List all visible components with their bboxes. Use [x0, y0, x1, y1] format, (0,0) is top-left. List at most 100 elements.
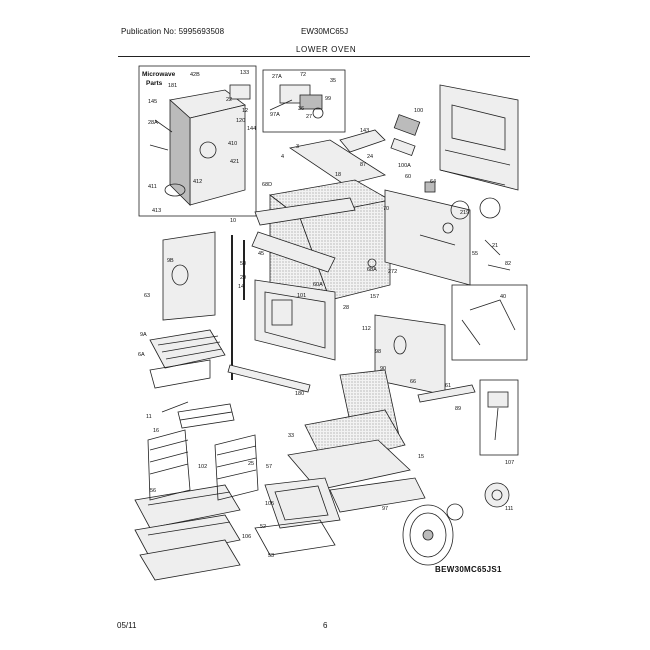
rack-supports [147, 429, 259, 501]
part-number-label: 70 [383, 206, 389, 212]
part-number-label: 16 [153, 428, 159, 434]
inset-title-line1: Microwave [142, 71, 176, 78]
part-callouts: 42B18113314528A1212041042141141241314422… [138, 70, 514, 559]
part-number-label: 112 [362, 326, 371, 332]
part-number-label: 106 [242, 534, 251, 540]
part-number-label: 180 [295, 391, 304, 397]
screw [367, 258, 377, 268]
part-number-label: 412 [193, 179, 202, 185]
part-number-label: 52 [260, 524, 266, 530]
part-number-label: 100 [414, 108, 423, 114]
part-number-label: 35 [330, 78, 336, 84]
broil-pan [254, 477, 341, 556]
publication-number: Publication No: 5995693508 [121, 27, 225, 36]
bake-element [161, 401, 235, 429]
part-number-label: 45 [258, 251, 264, 257]
part-number-label: 107 [505, 460, 514, 466]
door-latch-inset [262, 69, 346, 133]
lower-right-panel [374, 314, 476, 403]
footer-page-number: 6 [323, 621, 328, 630]
part-number-label: 98 [375, 349, 381, 355]
part-number-label: 29 [240, 275, 246, 281]
part-number-label: 120 [236, 118, 245, 124]
part-number-label: 66 [410, 379, 416, 385]
part-number-label: 3 [296, 144, 299, 150]
part-number-label: 421 [230, 159, 239, 165]
part-number-label: 60 [405, 174, 411, 180]
part-number-label: 15 [418, 454, 424, 460]
part-number-label: 12 [242, 108, 248, 114]
part-number-label: 10 [230, 218, 236, 224]
part-number-label: 145 [148, 99, 157, 105]
part-number-label: 219 [460, 210, 469, 216]
part-number-label: 57 [266, 464, 272, 470]
part-number-label: 18 [335, 172, 341, 178]
part-number-label: 33 [288, 433, 294, 439]
part-number-label: 101 [297, 293, 306, 299]
oven-cavity [251, 179, 392, 301]
part-number-label: 28 [343, 305, 349, 311]
part-number-label: 21 [492, 243, 498, 249]
footer-date: 05/11 [117, 621, 137, 630]
part-number-label: 272 [388, 269, 397, 275]
part-number-label: 50 [240, 261, 246, 267]
part-number-label: 97 [382, 506, 388, 512]
part-number-label: 53 [268, 553, 274, 559]
rear-panel-assembly [439, 84, 519, 191]
part-number-label: 9A [140, 332, 147, 338]
microwave-parts-inset: Microwave Parts [138, 65, 257, 217]
part-number-label: 6A [138, 352, 145, 358]
part-number-label: 82 [505, 261, 511, 267]
part-number-label: 68A [367, 267, 377, 273]
light-fixture [479, 197, 501, 219]
part-number-label: 68D [262, 182, 272, 188]
top-cover-plate [288, 139, 387, 186]
part-number-label: 99 [325, 96, 331, 102]
model-number: EW30MC65J [301, 27, 349, 36]
part-number-label: 22 [226, 97, 232, 103]
part-number-label: 40 [500, 294, 506, 300]
part-number-label: 133 [240, 70, 249, 76]
part-number-label: 11 [146, 414, 152, 420]
part-number-label: 157 [370, 294, 379, 300]
part-number-label: 9B [167, 258, 174, 264]
part-number-label: 28A [148, 120, 158, 126]
part-number-label: 42B [190, 72, 200, 78]
part-number-label: 97A [270, 112, 280, 118]
part-number-label: 36 [298, 106, 304, 112]
part-number-label: 61 [445, 383, 451, 389]
part-number-label: 55 [472, 251, 478, 257]
part-number-label: 60A [313, 282, 323, 288]
left-side-panel [162, 231, 216, 321]
wire-harness-inset [451, 284, 528, 361]
part-number-label: 56 [150, 488, 156, 494]
part-number-label: 4 [281, 154, 284, 160]
part-number-label: 63 [144, 293, 150, 299]
part-number-label: 105 [265, 501, 274, 507]
clip [424, 181, 436, 193]
part-number-label: 89 [455, 406, 461, 412]
door-frame [231, 235, 336, 380]
part-number-label: 25 [248, 461, 254, 467]
part-number-label: 143 [360, 128, 369, 134]
part-number-label: 410 [228, 141, 237, 147]
part-number-label: 181 [168, 83, 177, 89]
header-divider [118, 56, 530, 57]
part-number-label: 144 [247, 126, 256, 132]
part-number-label: 64 [430, 179, 436, 185]
bracket-part [390, 138, 416, 156]
part-number-label: 27 [306, 114, 312, 120]
part-number-label: 72 [300, 72, 306, 78]
part-number-label: 102 [198, 464, 207, 470]
part-number-label: 90 [380, 366, 386, 372]
part-number-label: 24 [367, 154, 373, 160]
part-number-label: 413 [152, 208, 161, 214]
figure-reference: BEW30MC65JS1 [435, 565, 502, 574]
top-strip [339, 129, 386, 153]
part-number-label: 14 [238, 284, 244, 290]
bracket-part [393, 114, 421, 136]
page-header: Publication No: 5995693508 EW30MC65J LOW… [0, 0, 650, 70]
part-number-label: 411 [148, 184, 157, 190]
part-number-label: 100A [398, 163, 411, 169]
